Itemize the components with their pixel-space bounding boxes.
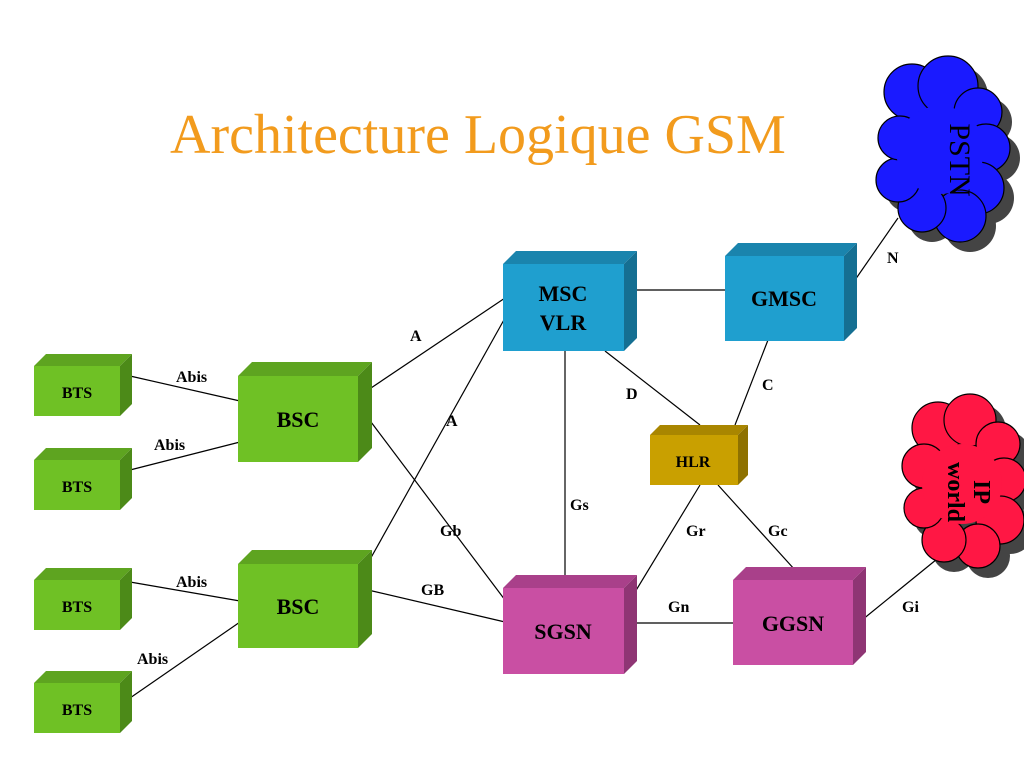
label-abis-2: Abis (154, 437, 185, 454)
vlr-label: VLR (540, 310, 588, 335)
gmsc-label: GMSC (751, 286, 817, 311)
label-gs: Gs (570, 497, 589, 514)
label-gb-caps: GB (421, 582, 444, 599)
label-c: C (762, 377, 774, 394)
bsc-box-1: BSC (238, 362, 372, 462)
bts-box-3: BTS (34, 568, 132, 630)
label-n: N (887, 250, 899, 267)
link-bts2-bsc1 (129, 441, 241, 471)
gmsc-box: GMSC (725, 243, 857, 341)
bts-label-1: BTS (62, 385, 92, 402)
bts-box-2: BTS (34, 448, 132, 510)
label-abis-3: Abis (176, 574, 207, 591)
connections (129, 217, 943, 699)
bts-box-4: BTS (34, 671, 132, 733)
label-a-1: A (410, 328, 422, 345)
pstn-cloud: PSTN (875, 55, 1020, 252)
ip-label-line1: IP (968, 480, 994, 504)
label-d: D (626, 386, 638, 403)
link-bsc2-msc (367, 317, 506, 564)
link-bts4-bsc2 (129, 621, 241, 699)
sgsn-label: SGSN (534, 619, 592, 644)
link-gmsc-hlr (734, 339, 769, 426)
label-abis-1: Abis (176, 369, 207, 386)
bts-label-2: BTS (62, 479, 92, 496)
link-bsc1-msc (367, 297, 506, 391)
label-gr: Gr (686, 523, 706, 540)
bsc-label-2: BSC (277, 594, 320, 619)
link-labels: Abis Abis Abis Abis A A Gb GB Gs D C N G… (137, 250, 919, 668)
link-hlr-ggsn (717, 484, 796, 571)
link-ggsn-ip (861, 554, 943, 621)
msc-label: MSC (539, 281, 588, 306)
ggsn-label: GGSN (762, 611, 824, 636)
slide-title: Architecture Logique GSM (170, 104, 786, 166)
label-gb: Gb (440, 523, 461, 540)
hlr-box: HLR (650, 425, 748, 485)
link-bsc1-sgsn (367, 417, 506, 601)
sgsn-box: SGSN (503, 575, 637, 674)
link-bts1-bsc1 (129, 375, 241, 402)
ggsn-box: GGSN (733, 567, 866, 665)
link-bts3-bsc2 (129, 581, 241, 602)
bts-label-4: BTS (62, 702, 92, 719)
bsc-label-1: BSC (277, 407, 320, 432)
label-abis-4: Abis (137, 651, 168, 668)
link-hlr-sgsn (631, 484, 701, 598)
hlr-label: HLR (676, 454, 711, 471)
label-gc: Gc (768, 523, 788, 540)
ip-world-cloud: IP world (901, 393, 1024, 578)
ip-label-line2: world (942, 462, 968, 523)
bts-box-1: BTS (34, 354, 132, 416)
label-gn: Gn (668, 599, 689, 616)
link-bsc2-sgsn (367, 589, 506, 623)
link-gmsc-pstn (854, 217, 899, 281)
msc-vlr-box: MSC VLR (503, 251, 637, 351)
bsc-box-2: BSC (238, 550, 372, 648)
link-msc-hlr (604, 350, 701, 426)
label-gi: Gi (902, 599, 919, 616)
bts-label-3: BTS (62, 599, 92, 616)
label-a-2: A (446, 413, 458, 430)
pstn-label: PSTN (943, 123, 976, 196)
